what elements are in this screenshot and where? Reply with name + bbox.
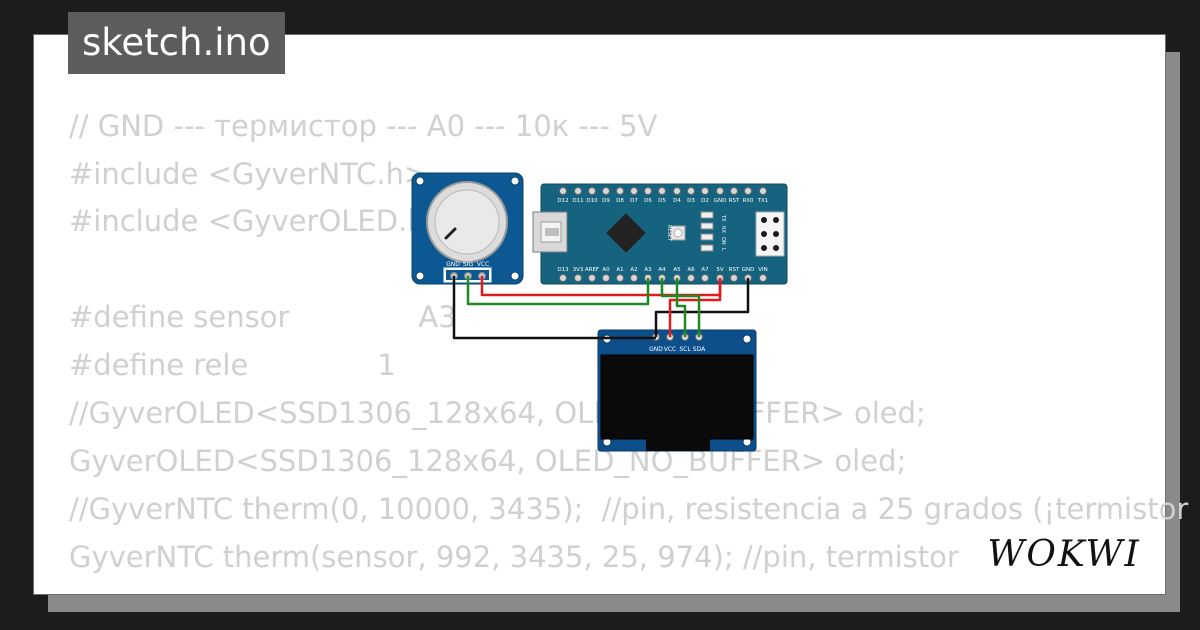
top-header-pins xyxy=(559,187,767,195)
bottom-pin-label: A6 xyxy=(687,267,695,273)
wire-green-pot-a3 xyxy=(466,276,650,306)
code-line: // GND --- термистор --- A0 --- 10к --- … xyxy=(69,109,658,143)
code-line: #include <GyverNTC.h> xyxy=(69,157,429,191)
wire-green-oled-scl xyxy=(675,278,687,337)
top-pin-label: TX1 xyxy=(757,198,769,204)
top-pin-label: D3 xyxy=(687,198,695,204)
top-pin-label: D12 xyxy=(557,198,568,204)
top-pin-label: D5 xyxy=(658,198,666,204)
code-line: GyverNTC therm(sensor, 992, 3435, 25, 97… xyxy=(69,540,959,574)
bottom-pin-label: 3V3 xyxy=(573,267,584,273)
arduino-nano[interactable]: D12 D11 D10 D9 D8 D7 D6 D5 D4 D3 D2 GND … xyxy=(532,183,788,285)
top-pin-label: D10 xyxy=(586,198,598,204)
top-pin-label: RX0 xyxy=(742,198,754,204)
pot-pin-label: VCC xyxy=(477,261,489,268)
bottom-pin-label: A0 xyxy=(602,267,610,273)
bottom-pin-label: RST xyxy=(729,267,740,273)
bottom-pin-label: A5 xyxy=(673,267,681,273)
bottom-pin-label: A2 xyxy=(630,267,637,273)
oled-pin-label: SDA xyxy=(693,346,706,353)
wokwi-logo: WOKWI xyxy=(978,532,1150,575)
bottom-pin-label: A1 xyxy=(616,267,623,273)
bottom-pin-label: D13 xyxy=(557,267,569,273)
wire-black-nano-gnd xyxy=(654,278,750,337)
pot-pin-label: SIG xyxy=(463,261,474,268)
icsp-header xyxy=(755,211,785,257)
bottom-pin-label: AREF xyxy=(585,267,599,273)
code-line: #define rele 1 xyxy=(69,348,396,382)
oled-pin-label: VCC xyxy=(664,346,676,353)
oled-screen xyxy=(600,354,754,440)
top-pin-label: RST xyxy=(729,198,740,204)
wokwi-logo-text: WOKWI xyxy=(987,534,1140,575)
oled-pin-label: SCL xyxy=(679,346,691,353)
bottom-pin-label: A4 xyxy=(658,267,666,273)
knob-indicator xyxy=(444,227,457,240)
led-label: RX xyxy=(720,226,726,233)
bottom-pin-label: GND xyxy=(742,267,755,273)
top-pin-label: D11 xyxy=(572,198,583,204)
oled-display[interactable]: GND VCC SCL SDA xyxy=(597,329,757,452)
wire-red-oled-vcc xyxy=(668,278,722,337)
wire-green-oled-sda xyxy=(660,278,701,337)
potentiometer[interactable]: GND SIG VCC xyxy=(411,172,524,285)
top-pin-label: D7 xyxy=(630,198,638,204)
mcu-chip xyxy=(606,213,646,253)
top-pin-label: D2 xyxy=(701,198,709,204)
bottom-pin-label: A7 xyxy=(701,267,709,273)
top-pin-label: D9 xyxy=(602,198,610,204)
code-line: #define sensor A3 xyxy=(69,300,457,334)
reset-label: RESET xyxy=(666,225,672,242)
led-label: TX xyxy=(720,214,726,222)
top-pin-label: D6 xyxy=(644,198,652,204)
file-tab[interactable]: sketch.ino xyxy=(68,12,285,74)
bottom-pin-label: A3 xyxy=(644,267,652,273)
led-label: L xyxy=(720,248,726,251)
top-pin-label: GND xyxy=(714,198,727,204)
bottom-pin-label: VIN xyxy=(758,267,768,273)
oled-pin-label: GND xyxy=(649,346,663,353)
wires xyxy=(452,276,750,340)
top-pin-label: D8 xyxy=(616,198,624,204)
pot-pin-label: GND xyxy=(446,261,460,268)
top-pin-label: D4 xyxy=(673,198,681,204)
led-label: ON xyxy=(720,237,726,245)
code-line: #include <GyverOLED.h> xyxy=(69,204,450,238)
code-card: // GND --- термистор --- A0 --- 10к --- … xyxy=(33,34,1188,595)
code-line: //GyverNTC therm(0, 10000, 3435); //pin,… xyxy=(69,492,1189,526)
bottom-pin-label: 5V xyxy=(716,267,723,273)
wire-black-pot-gnd xyxy=(452,276,656,340)
status-leds xyxy=(700,211,714,252)
